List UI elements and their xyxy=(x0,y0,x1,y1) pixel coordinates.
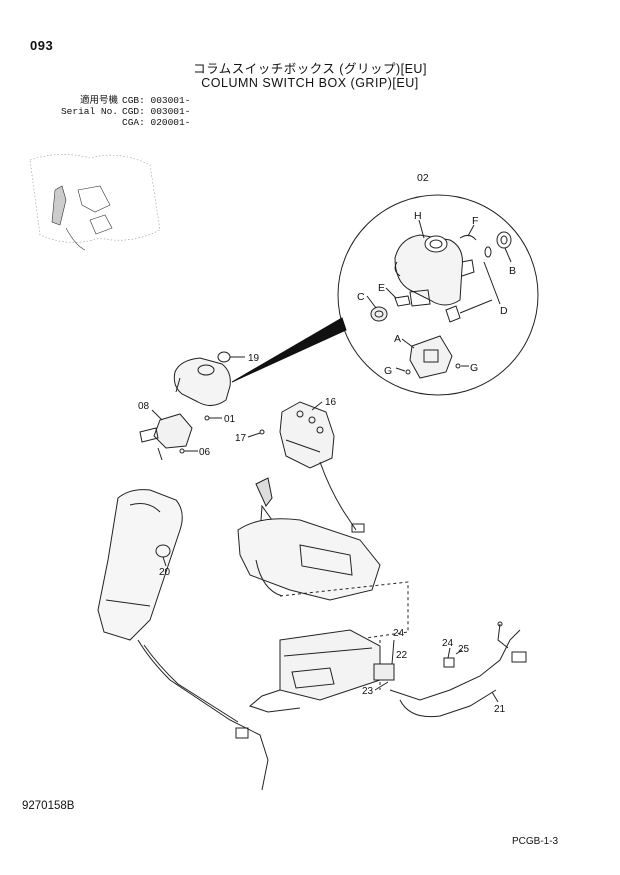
connector-part-e xyxy=(394,289,431,307)
page-reference: PCGB-1-3 xyxy=(512,836,559,847)
projection-wedge xyxy=(231,317,347,383)
serial-row-cga: CGA: 020001- xyxy=(122,117,191,128)
callout-20: 20 xyxy=(159,567,171,578)
small-ring xyxy=(484,246,492,258)
switch-module-part-a xyxy=(409,335,453,379)
document-number: 9270158B xyxy=(22,800,75,812)
serial-row-cgd: CGD: 003001- xyxy=(122,106,191,117)
switch-box-part-16 xyxy=(279,401,365,533)
callout-19: 19 xyxy=(248,353,260,364)
callout-22: 22 xyxy=(396,650,408,661)
wire-harness-part-21 xyxy=(389,621,527,718)
screw-part-17 xyxy=(259,429,265,435)
ring-part-19 xyxy=(217,351,231,363)
joystick-grip xyxy=(97,489,269,791)
detail-circle xyxy=(337,194,539,396)
title-english: COLUMN SWITCH BOX (GRIP)[EU] xyxy=(201,76,419,90)
callout-25: 25 xyxy=(458,644,470,655)
serial-label-english: Serial No. xyxy=(60,106,118,117)
callout-23: 23 xyxy=(362,686,374,697)
component-part-25 xyxy=(455,649,463,655)
title-japanese: コラムスイッチボックス (グリップ)[EU] xyxy=(193,62,427,76)
switch-body-part-08 xyxy=(139,413,193,461)
callout-17: 17 xyxy=(235,433,247,444)
page-number: 093 xyxy=(30,38,54,53)
controller-unit xyxy=(248,629,381,713)
ring-part-c xyxy=(370,306,388,322)
callout-24-upper: 24 xyxy=(393,628,405,639)
component-part-24 xyxy=(443,657,455,668)
callout-g-left: G xyxy=(384,365,392,377)
clip-part-f xyxy=(459,234,477,241)
callout-h: H xyxy=(414,210,422,222)
screw-part-06 xyxy=(179,448,185,454)
screw-part-01 xyxy=(204,415,210,421)
callout-c: C xyxy=(357,291,365,303)
location-thumbnail xyxy=(29,154,161,251)
serial-number-block: 適用号機 CGB: 003001- Serial No. CGD: 003001… xyxy=(50,95,190,128)
callout-g-right: G xyxy=(470,362,478,374)
callout-21: 21 xyxy=(494,704,506,715)
grip-housing-assembly xyxy=(173,357,231,406)
callout-24-right: 24 xyxy=(442,638,454,649)
callout-f: F xyxy=(472,215,478,227)
ring-part-b xyxy=(496,231,512,249)
callout-06: 06 xyxy=(199,447,211,458)
switch-part-d xyxy=(445,305,461,323)
callout-01: 01 xyxy=(224,414,236,425)
callout-02: 02 xyxy=(417,172,429,184)
grip-housing-part-h xyxy=(394,234,475,306)
callout-b: B xyxy=(509,265,516,277)
callout-16: 16 xyxy=(325,397,337,408)
callout-08: 08 xyxy=(138,401,150,412)
serial-row-cgb: CGB: 003001- xyxy=(122,95,191,106)
callout-e: E xyxy=(378,282,385,294)
serial-label-japanese: 適用号機 xyxy=(79,95,118,106)
screw-part-g-left xyxy=(405,369,411,375)
control-console xyxy=(237,477,381,601)
callout-a: A xyxy=(394,333,401,345)
callout-d: D xyxy=(500,305,508,317)
relay-part-22 xyxy=(373,663,395,681)
screw-part-g-right xyxy=(455,363,461,369)
